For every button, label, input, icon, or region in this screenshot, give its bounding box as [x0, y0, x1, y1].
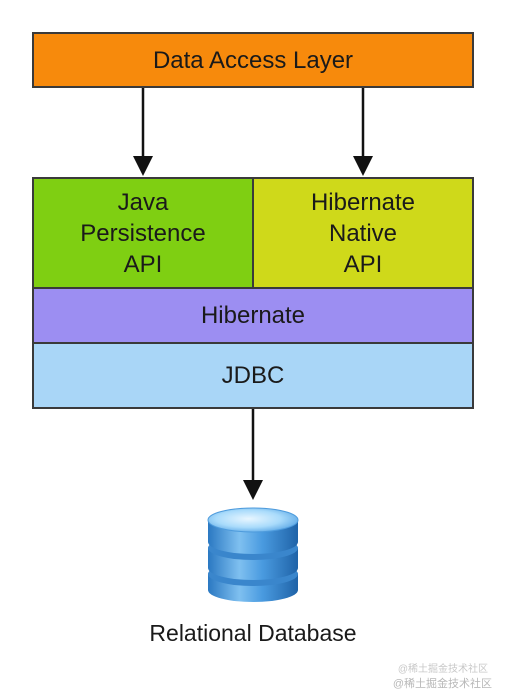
hibernate-native-api-label: Hibernate Native API	[310, 188, 416, 278]
relational-database-label: Relational Database	[149, 620, 357, 646]
database-icon	[207, 507, 299, 602]
arrow-jdbc-to-database	[243, 409, 263, 500]
arrow-dal-to-jpa	[133, 88, 153, 176]
watermark-bottom: @稀土掘金技术社区	[392, 678, 492, 690]
data-access-layer-label: Data Access Layer	[152, 46, 354, 74]
java-persistence-api-label: Java Persistence API	[80, 188, 206, 278]
watermark-top: @稀土掘金技术社区	[397, 664, 488, 675]
hibernate-label: Hibernate	[200, 302, 306, 329]
arrow-dal-to-hibernate-native-api	[353, 88, 373, 176]
data-access-layer-box: Data Access Layer	[32, 32, 474, 88]
jdbc-box: JDBC	[32, 342, 474, 409]
jdbc-label: JDBC	[221, 362, 285, 389]
